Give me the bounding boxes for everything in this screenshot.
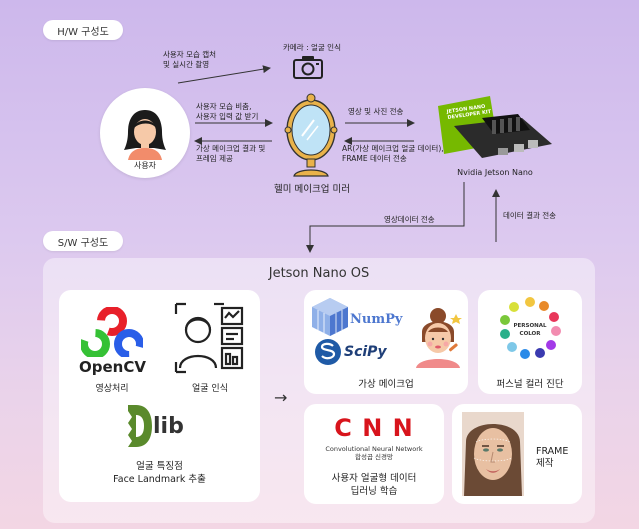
sw-section-label-text: S/W 구성도 bbox=[57, 237, 109, 249]
cnn-title: C N N bbox=[334, 414, 414, 442]
sw-section-label: S/W 구성도 bbox=[43, 231, 123, 251]
cnn-sub-line2: 합성곱 신경망 bbox=[355, 453, 393, 461]
face-photo-icon bbox=[462, 412, 524, 496]
dlib-logo-icon bbox=[128, 405, 152, 447]
numpy-cube-icon bbox=[312, 298, 348, 336]
label-mirror-user-line2: 프레임 제공 bbox=[196, 154, 233, 163]
makeup-caption: 가상 메이크업 bbox=[358, 379, 414, 390]
flow-arrow-icon: → bbox=[274, 388, 288, 407]
card-frame: FRAME 제작 bbox=[452, 404, 582, 504]
cnn-caption-line2: 딥러닝 학습 bbox=[350, 486, 398, 497]
label-jetson-mirror: AR(가상 메이크업 얼굴 데이터), FRAME 데이터 전송 bbox=[342, 144, 444, 164]
arrow-user-to-camera bbox=[177, 65, 271, 84]
opencv-logo-icon bbox=[81, 307, 143, 357]
landmark-caption: 얼굴 특징점 Face Landmark 추출 bbox=[59, 460, 260, 486]
scipy-logo-icon bbox=[315, 339, 341, 365]
hw-section-label-text: H/W 구성도 bbox=[57, 26, 109, 38]
personal-caption: 퍼스널 컬러 진단 bbox=[496, 379, 564, 390]
personal-color-text: PERSONAL COLOR bbox=[498, 322, 562, 338]
personal-color-text-1: PERSONAL bbox=[513, 323, 547, 329]
label-user-mirror-line2: 사용자 입력 값 받기 bbox=[196, 112, 259, 121]
label-user-camera-line2: 및 실시간 촬영 bbox=[163, 60, 210, 69]
user-node: 사용자 bbox=[100, 88, 190, 178]
label-video-send: 영상데이터 전송 bbox=[384, 215, 435, 224]
cnn-caption-line1: 사용자 얼굴형 데이터 bbox=[331, 473, 417, 484]
label-result-send: 데이터 결과 전송 bbox=[503, 211, 557, 220]
hw-arrows bbox=[177, 65, 500, 253]
personal-color-wheel-icon bbox=[500, 297, 561, 359]
numpy-name: NumPy bbox=[350, 312, 403, 327]
frame-caption-line2: 제작 bbox=[536, 458, 554, 469]
label-user-camera-line1: 사용자 모습 캡처 bbox=[163, 50, 217, 59]
label-mirror-jetson: 영상 및 사진 전송 bbox=[348, 107, 404, 116]
label-mirror-user: 가상 메이크업 결과 및 프레임 제공 bbox=[196, 144, 265, 164]
card-virtual-makeup: NumPy SciPy 가상 메이크업 bbox=[304, 290, 468, 394]
card-cnn: C N N Convolutional Neural Network 합성곱 신… bbox=[304, 404, 444, 504]
card-image-processing: OpenCV 영상처리 얼굴 인식 lib 얼굴 특징점 Face Landma… bbox=[59, 290, 260, 502]
label-jetson-mirror-line2: FRAME 데이터 전송 bbox=[342, 154, 407, 163]
frame-caption: FRAME 제작 bbox=[536, 446, 568, 470]
label-user-mirror-line1: 사용자 모습 비춤, bbox=[196, 102, 252, 111]
scipy-name: SciPy bbox=[344, 344, 387, 360]
user-label: 사용자 bbox=[133, 161, 157, 170]
card-personal-color: PERSONAL COLOR 퍼스널 컬러 진단 bbox=[478, 290, 582, 394]
face-recognition-icon bbox=[174, 302, 244, 374]
personal-color-text-2: COLOR bbox=[519, 331, 541, 337]
frame-caption-line1: FRAME bbox=[536, 446, 569, 457]
camera-label: 카메라 : 얼굴 인식 bbox=[283, 43, 341, 52]
opencv-caption: 영상처리 bbox=[95, 384, 129, 394]
cnn-caption: 사용자 얼굴형 데이터 딥러닝 학습 bbox=[304, 472, 444, 498]
camera-icon bbox=[293, 56, 323, 79]
label-user-camera: 사용자 모습 캡처 및 실시간 촬영 bbox=[163, 50, 216, 70]
cnn-subtitle: Convolutional Neural Network 합성곱 신경망 bbox=[304, 445, 444, 461]
landmark-caption-line2: Face Landmark 추출 bbox=[113, 474, 206, 485]
mirror-label: 헬미 메이크업 미러 bbox=[274, 184, 350, 195]
cnn-sub-line1: Convolutional Neural Network bbox=[325, 445, 423, 453]
hw-section-label: H/W 구성도 bbox=[43, 20, 123, 40]
label-mirror-user-line1: 가상 메이크업 결과 및 bbox=[196, 144, 266, 153]
makeup-girl-icon bbox=[416, 308, 462, 368]
landmark-caption-line1: 얼굴 특징점 bbox=[136, 461, 183, 472]
jetson-board-icon bbox=[438, 96, 552, 158]
jetson-label: Nvidia Jetson Nano bbox=[457, 168, 533, 177]
label-user-mirror: 사용자 모습 비춤, 사용자 입력 값 받기 bbox=[196, 102, 258, 122]
face-caption: 얼굴 인식 bbox=[192, 384, 228, 394]
dlib-name: lib bbox=[153, 414, 184, 439]
label-jetson-mirror-line1: AR(가상 메이크업 얼굴 데이터), bbox=[342, 144, 444, 153]
mirror-icon bbox=[284, 93, 338, 177]
user-avatar-icon bbox=[124, 110, 166, 160]
opencv-name: OpenCV bbox=[79, 358, 146, 376]
os-title: Jetson Nano OS bbox=[268, 266, 370, 281]
arrow-video-data-send bbox=[306, 182, 465, 253]
